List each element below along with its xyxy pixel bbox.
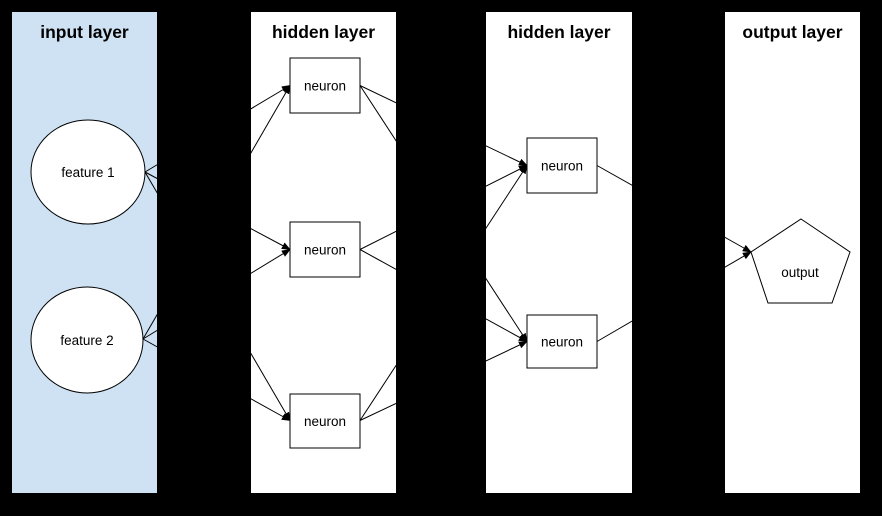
connection-h2n2-to-output1 — [596, 251, 752, 342]
node-output-label: output — [781, 265, 819, 280]
connection-h1n2-to-h2n1 — [359, 165, 528, 250]
layer-title-hidden-1: hidden layer — [272, 22, 375, 42]
connection-h1n1-to-h2n2 — [359, 85, 528, 343]
node-feature-1-label: feature 1 — [61, 165, 114, 180]
connection-feature2-to-h1n1 — [142, 84, 291, 340]
connection-feature1-to-h1n1 — [144, 85, 291, 173]
connection-feature1-to-h1n3 — [144, 171, 291, 422]
node-feature-2-label: feature 2 — [60, 333, 113, 348]
layer-title-input: input layer — [40, 22, 129, 42]
node-hidden1-neuron-2-label: neuron — [304, 243, 346, 258]
node-feature-1 — [30, 119, 146, 225]
connection-h1n1-to-h2n1 — [359, 85, 528, 166]
node-feature-2 — [30, 286, 144, 394]
connection-arrows — [142, 84, 752, 422]
node-output — [750, 218, 851, 304]
connection-h1n3-to-h2n2 — [359, 341, 528, 421]
connection-feature2-to-h1n2 — [142, 249, 291, 340]
layer-title-output: output layer — [742, 22, 842, 42]
node-hidden1-neuron-2 — [289, 221, 361, 278]
connection-h1n3-to-h2n1 — [359, 164, 528, 421]
node-hidden1-neuron-1-label: neuron — [304, 79, 346, 94]
node-hidden2-neuron-1 — [526, 137, 598, 194]
layer-title-hidden-2: hidden layer — [507, 22, 610, 42]
connection-h1n2-to-h2n2 — [359, 249, 528, 342]
node-hidden1-neuron-3 — [289, 393, 361, 449]
layer-panel-input — [12, 12, 157, 493]
connection-h2n1-to-output1 — [596, 165, 752, 253]
layer-panel-hidden-2 — [486, 12, 632, 493]
node-hidden2-neuron-1-label: neuron — [541, 159, 583, 174]
node-hidden2-neuron-2-label: neuron — [541, 335, 583, 350]
connection-feature2-to-h1n3 — [142, 338, 291, 421]
node-hidden1-neuron-1 — [289, 57, 361, 114]
node-hidden1-neuron-3-label: neuron — [304, 414, 346, 429]
node-hidden2-neuron-2 — [526, 314, 598, 369]
